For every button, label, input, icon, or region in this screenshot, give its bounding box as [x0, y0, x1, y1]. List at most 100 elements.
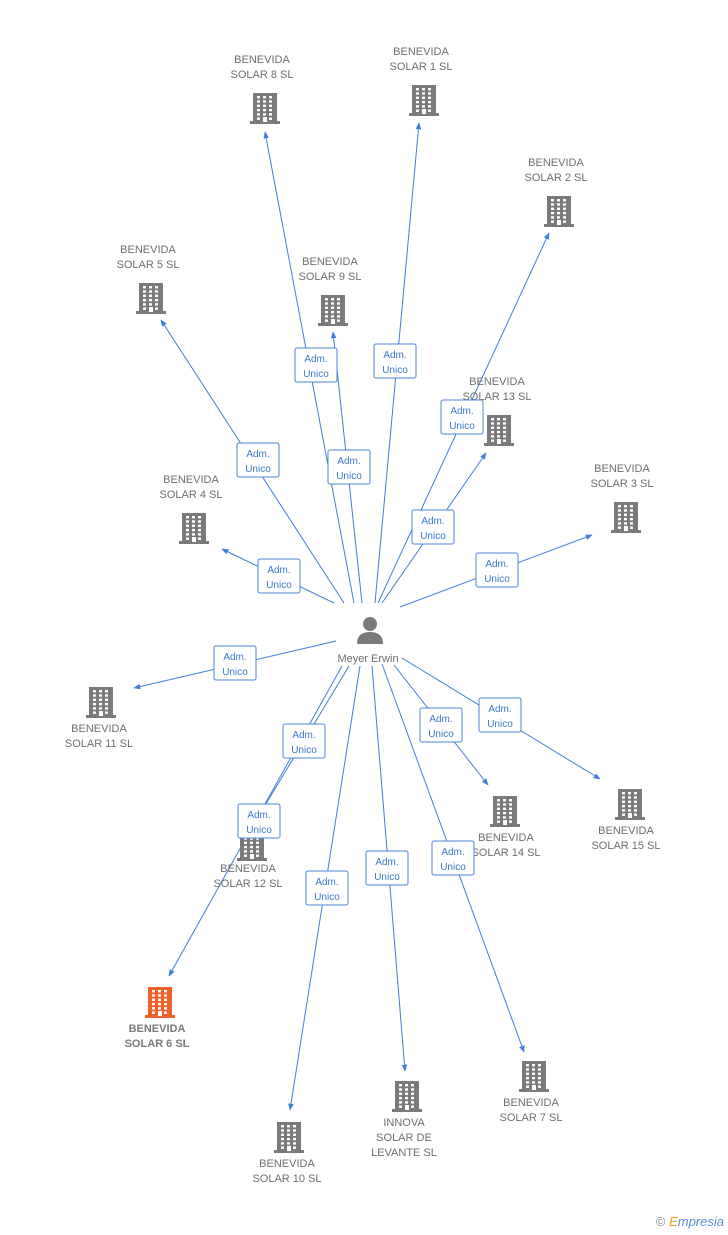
- company-node-bs3[interactable]: BENEVIDA SOLAR 3 SL: [591, 463, 654, 533]
- bs6-building-icon: [145, 987, 175, 1018]
- role-label-bs2: Adm.Unico: [440, 399, 484, 435]
- company-node-bs1[interactable]: BENEVIDA SOLAR 1 SL: [390, 46, 453, 116]
- role-label-bs7: Adm. Unico: [431, 840, 475, 876]
- bs15-building-icon: [615, 789, 645, 820]
- role-label-line1: Adm.: [421, 516, 444, 527]
- role-label-line2: Unico: [374, 872, 400, 883]
- company-node-bs4[interactable]: BENEVIDA SOLAR 4 SL: [160, 474, 223, 544]
- company-node-bs11[interactable]: BENEVIDA SOLAR 11 SL: [65, 687, 133, 750]
- role-label-line1: Adm.: [488, 704, 511, 715]
- role-label-line2: Unico: [440, 862, 466, 873]
- role-label-line1: Adm.: [429, 714, 452, 725]
- bs9-building-icon: [318, 295, 348, 326]
- company-node-bs12[interactable]: BENEVIDA SOLAR 12 SL: [213, 830, 283, 890]
- copyright-symbol: ©: [655, 1214, 666, 1229]
- person-name: Meyer Erwin: [337, 653, 398, 665]
- company-name-line: BENEVIDA: [234, 54, 290, 66]
- role-label-line1: Adm.: [383, 350, 406, 361]
- person-icon: [357, 617, 383, 644]
- company-name-line: BENEVIDA: [469, 376, 525, 388]
- bs4-building-icon: [179, 513, 209, 544]
- role-label-bs8: Adm.Unico: [294, 347, 338, 383]
- bs1-building-icon: [409, 85, 439, 116]
- role-label-line1: Adm.: [337, 456, 360, 467]
- role-label-line1: Adm.: [247, 810, 270, 821]
- role-label-line1: Adm.: [246, 449, 269, 460]
- brand-initial: E: [669, 1214, 678, 1229]
- role-label-line1: Adm.: [441, 847, 464, 858]
- company-name-line: SOLAR 3 SL: [591, 478, 654, 490]
- role-label-line2: Unico: [222, 667, 248, 678]
- company-name-line: SOLAR 12 SL: [213, 878, 282, 890]
- bs10-building-icon: [274, 1122, 304, 1153]
- company-name-line: SOLAR 6 SL: [125, 1038, 190, 1050]
- company-name-line: SOLAR 11 SL: [65, 738, 133, 750]
- company-name-line: BENEVIDA: [393, 46, 449, 58]
- bs5-building-icon: [136, 283, 166, 314]
- brand-name: mpresia: [677, 1214, 724, 1229]
- role-label-bs12: Adm.Unico: [282, 723, 326, 759]
- role-label-bs4: Adm. Unico: [257, 558, 301, 594]
- edges: [133, 122, 601, 1111]
- company-name-line: BENEVIDA: [528, 157, 584, 169]
- company-node-bs14[interactable]: BENEVIDA SOLAR 14 SL: [471, 796, 541, 859]
- role-label-innova: Adm. Unico: [365, 850, 409, 886]
- company-name-line: SOLAR 1 SL: [390, 61, 453, 73]
- role-label-line2: Unico: [245, 464, 271, 475]
- role-label-bs3: Adm.Unico: [475, 552, 519, 588]
- company-name-line: SOLAR 5 SL: [117, 259, 180, 271]
- company-name-line: SOLAR 9 SL: [299, 271, 362, 283]
- company-name-line: BENEVIDA: [594, 463, 650, 475]
- company-name-line: SOLAR DE: [376, 1132, 432, 1144]
- company-node-bs5[interactable]: BENEVIDA SOLAR 5 SL: [117, 244, 180, 314]
- role-label-bs11: Adm. Unico: [213, 645, 257, 681]
- role-label-bs14: Adm. Unico: [419, 707, 463, 743]
- role-label-line2: Unico: [314, 892, 340, 903]
- role-label-line2: Unico: [246, 825, 272, 836]
- company-node-bs2[interactable]: BENEVIDA SOLAR 2 SL: [525, 157, 588, 227]
- role-label-bs10: Adm. Unico: [305, 870, 349, 906]
- company-name-line: BENEVIDA: [220, 863, 276, 875]
- edge-labels: Adm.UnicoAdm.UnicoAdm.UnicoAdm.UnicoAdm.…: [213, 343, 522, 906]
- company-name-line: BENEVIDA: [302, 256, 358, 268]
- center-person[interactable]: Meyer Erwin: [337, 617, 399, 665]
- innova-building-icon: [392, 1081, 422, 1112]
- role-label-line1: Adm.: [375, 857, 398, 868]
- company-name-line: SOLAR 2 SL: [525, 172, 588, 184]
- company-node-bs8[interactable]: BENEVIDA SOLAR 8 SL: [231, 54, 294, 124]
- bs7-building-icon: [519, 1061, 549, 1092]
- role-label-line2: Unico: [428, 729, 454, 740]
- company-name-line: SOLAR 14 SL: [471, 847, 540, 859]
- role-label-bs6: Adm. Unico: [237, 803, 281, 839]
- bs8-building-icon: [250, 93, 280, 124]
- role-label-line1: Adm.: [315, 877, 338, 888]
- role-label-bs15: Adm.Unico: [478, 697, 522, 733]
- company-name-line: BENEVIDA: [503, 1097, 559, 1109]
- bs2-building-icon: [544, 196, 574, 227]
- role-label-line1: Adm.: [450, 406, 473, 417]
- company-name-line: BENEVIDA: [163, 474, 219, 486]
- company-name-line: BENEVIDA: [259, 1158, 315, 1170]
- role-label-bs5: Adm. Unico: [236, 442, 280, 478]
- role-label-line1: Adm.: [267, 565, 290, 576]
- company-name-line: BENEVIDA: [120, 244, 176, 256]
- role-label-line1: Adm.: [485, 559, 508, 570]
- role-label-line2: Unico: [382, 365, 408, 376]
- bs3-building-icon: [611, 502, 641, 533]
- company-name-line: SOLAR 8 SL: [231, 69, 294, 81]
- company-node-bs9[interactable]: BENEVIDA SOLAR 9 SL: [299, 256, 362, 326]
- company-name-line: BENEVIDA: [71, 723, 127, 735]
- role-label-line1: Adm.: [223, 652, 246, 663]
- company-name-line: SOLAR 4 SL: [160, 489, 223, 501]
- role-label-line2: Unico: [266, 580, 292, 591]
- company-name-line: BENEVIDA: [478, 832, 534, 844]
- role-label-line1: Adm.: [304, 354, 327, 365]
- role-label-bs9: Adm.Unico: [327, 449, 371, 485]
